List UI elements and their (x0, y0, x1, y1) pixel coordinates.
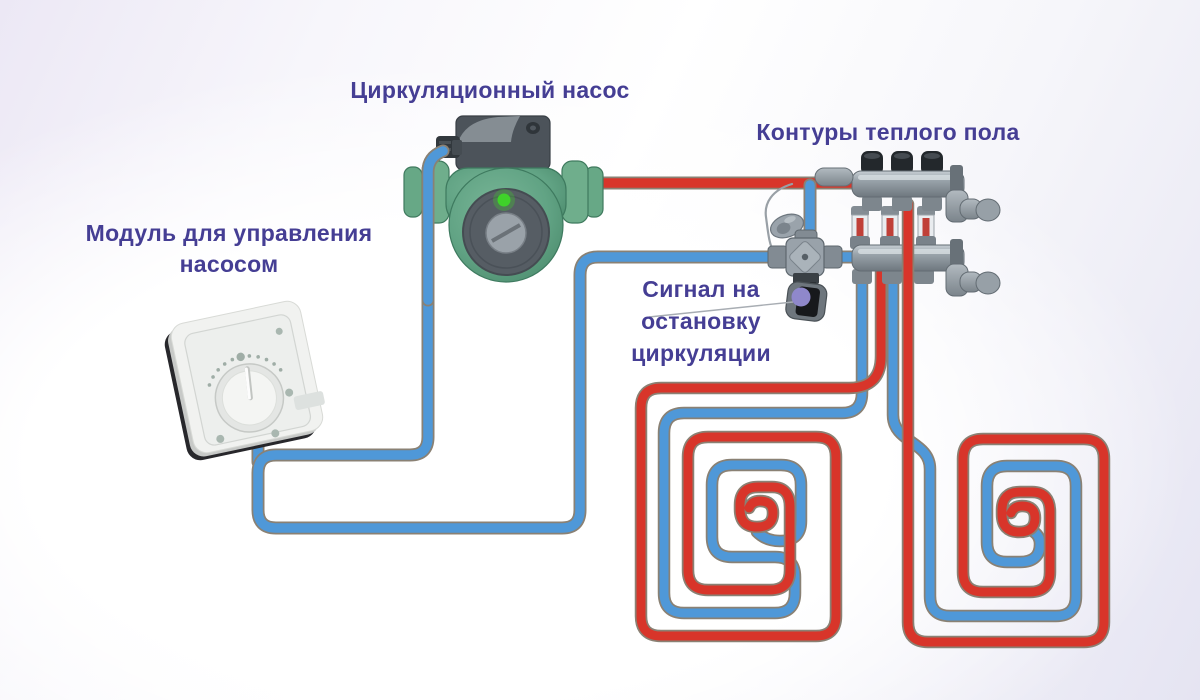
right-heating-loop-return (886, 249, 1083, 623)
return-manifold (850, 206, 1001, 297)
flow-meter-icon (850, 206, 870, 249)
pipe-sensor-capsule (814, 167, 854, 187)
signal-label-line3: циркуляции (631, 340, 771, 366)
flow-meter-icon (880, 206, 900, 249)
supply-manifold (851, 151, 1001, 223)
pump-power-cable (421, 144, 450, 307)
module-label-line2: насосом (179, 251, 279, 277)
module-label-line1: Модуль для управления (85, 220, 373, 246)
pump-label: Циркуляционный насос (350, 77, 630, 103)
signal-label-line1: Сигнал на (642, 276, 760, 302)
signal-label: Сигнал на остановку циркуляции (631, 273, 771, 369)
left-heating-loop-supply (634, 249, 888, 643)
shutoff-cap-icon (861, 151, 883, 175)
callout-leader-line (648, 301, 794, 318)
pump-led-indicator (493, 189, 515, 211)
three-way-valve (767, 229, 843, 288)
flow-meter-icon (916, 206, 936, 249)
module-indicator-dots (216, 327, 294, 443)
pump-control-module (164, 300, 325, 461)
pump-left-flange (403, 166, 423, 218)
module-label-recess (293, 391, 325, 410)
dial-scale-marks (207, 352, 283, 387)
right-heating-loop-supply (901, 197, 1111, 649)
pump-screw-icon (485, 212, 527, 254)
circuits-label: Контуры теплого пола (756, 119, 1020, 145)
thermostat-dial (214, 363, 285, 433)
shutoff-cap-icon (921, 151, 943, 175)
shutoff-cap-icon (891, 151, 913, 175)
module-label: Модуль для управления насосом (86, 218, 373, 280)
signal-label-line2: остановку (641, 308, 761, 334)
callout-dot (791, 287, 811, 307)
left-heating-loop-return (657, 249, 869, 620)
